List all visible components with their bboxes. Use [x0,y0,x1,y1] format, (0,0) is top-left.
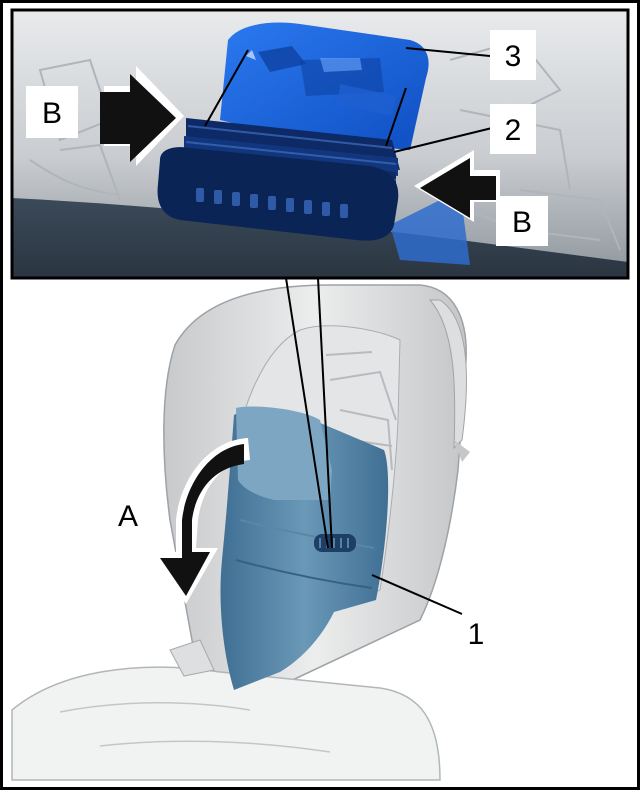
callout-2-label: 2 [505,114,522,147]
connector-slot [314,534,356,552]
arrow-a [150,438,250,604]
detail-border [10,8,630,280]
detail-floor [12,198,628,278]
connector-pins [196,188,348,218]
callout-a-label: A [118,500,138,533]
seat-side-clip [454,440,470,462]
callout-b-right: B [496,196,548,246]
seat-view: A 1 [11,277,485,781]
callout-3-label: 3 [505,40,522,73]
callout-1-label: 1 [468,618,485,651]
detail-view: 3 2 B B [10,8,630,280]
arrow-b-left [100,66,184,166]
detail-leader-lines [204,47,493,153]
detail-bracket [390,190,470,265]
callout-b-left-label: B [42,97,62,130]
seat-cushion [11,666,441,781]
callout-b-right-label: B [512,206,532,239]
seat-side-bolster [428,299,467,450]
callout-b-left: B [26,86,78,138]
seat-hinge [169,639,215,677]
part-1-cover [220,406,389,690]
seat-leader-lines [285,277,463,615]
callout-3: 3 [490,30,536,80]
arrow-b-right [414,150,500,222]
seat-cushion-seam [59,702,251,713]
seat-cushion-seam-lower [99,740,331,753]
part-2-bellows [157,118,400,241]
part-3-cover [220,22,429,150]
callout-2: 2 [490,104,536,154]
